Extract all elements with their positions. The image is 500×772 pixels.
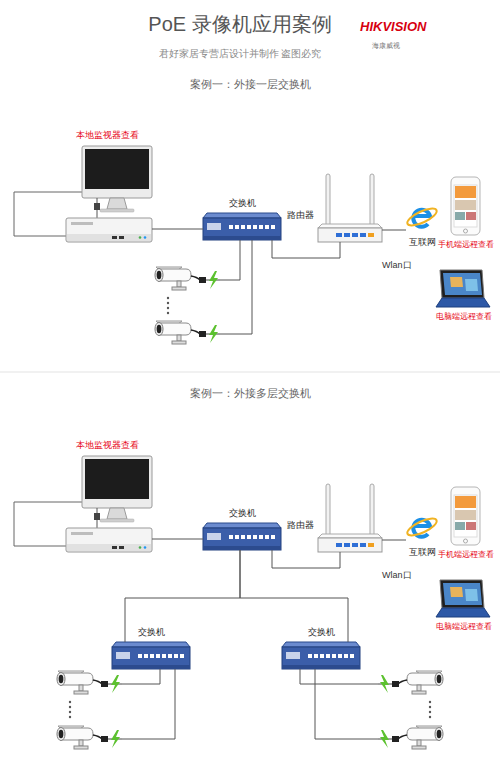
label-holder: 案例一：外接多层交换机: [0, 383, 500, 401]
camera-group-left-part: [69, 711, 71, 713]
phone: 手机端远程查看: [450, 176, 481, 236]
internet-icon: 互联网: [406, 203, 438, 233]
laptop: 电脑端远程查看: [438, 578, 490, 618]
lower-switches: [112, 642, 360, 669]
camera-group-right: [300, 669, 443, 749]
camera-group-left-part: [69, 716, 71, 718]
camera-group-one-part: [167, 302, 169, 304]
device-label: 交换机: [229, 198, 256, 209]
camera-group-right-part: [378, 671, 443, 694]
section-header: 案例一：外接多层交换机: [190, 387, 311, 400]
connector-line: [272, 550, 340, 568]
camera-group-right-part: [429, 701, 431, 703]
camera-group-one-part: [167, 297, 169, 299]
label-holder: HIKVISION: [360, 17, 426, 35]
view-label: 电脑端远程查看: [436, 312, 492, 321]
camera-group-right-part: [429, 716, 431, 718]
camera-group-left-part: [122, 669, 175, 739]
section-divider: [0, 372, 500, 373]
camera-group-right-part: [300, 669, 378, 684]
switch: 交换机: [203, 523, 281, 550]
lower-switches-part: [112, 642, 190, 669]
connector-line: [272, 240, 340, 258]
device-label: 互联网: [409, 237, 436, 248]
camera-group-one-part: [220, 240, 240, 280]
camera-group-left-part: [57, 671, 122, 694]
section-header: 案例一：外接一层交换机: [190, 78, 311, 91]
label-holder: 案例一：外接一层交换机: [0, 74, 500, 92]
camera-group-one-part: [155, 321, 220, 344]
switch: 交换机: [112, 642, 190, 669]
camera-group-left-part: [69, 706, 71, 708]
monitor-nvr: 本地监视器查看: [62, 145, 152, 245]
camera-group-one-part: [155, 267, 220, 290]
connector-line: [125, 550, 240, 642]
camera-group-left-part: [69, 701, 71, 703]
device-label: 互联网: [409, 547, 436, 558]
brand-subname: 海康威视: [372, 42, 400, 50]
port-label: Wlan口: [382, 260, 412, 271]
device-label: 交换机: [229, 508, 256, 519]
camera-group-one: [155, 240, 252, 344]
router: 路由器: [318, 482, 382, 552]
diagram-title: PoE 录像机应用案例: [148, 12, 331, 36]
device-label: 路由器: [287, 210, 314, 221]
device-label: 路由器: [287, 520, 314, 531]
connector-line: [152, 229, 203, 230]
label-holder: 海康威视: [372, 34, 400, 52]
label-holder: Wlan口: [382, 254, 412, 272]
brand-logo: HIKVISION: [360, 19, 426, 35]
view-label: 手机端远程查看: [438, 240, 494, 249]
label-holder: 君好家居专营店设计并制作 盗图必究: [0, 43, 480, 61]
camera-group-one-part: [167, 312, 169, 314]
device-label: 交换机: [138, 627, 165, 638]
laptop: 电脑端远程查看: [438, 268, 490, 308]
label-holder: Wlan口: [382, 564, 412, 582]
camera-group-one-part: [220, 240, 252, 334]
connector-line: [240, 550, 348, 642]
view-label: 本地监视器查看: [76, 130, 139, 141]
network-set-two: [14, 456, 490, 617]
connector-line: [382, 540, 406, 541]
device-label: 交换机: [308, 627, 335, 638]
camera-group-right-part: [315, 669, 378, 739]
port-label: Wlan口: [382, 570, 412, 581]
camera-group-left-part: [122, 669, 160, 684]
view-label: 本地监视器查看: [76, 440, 139, 451]
camera-group-right-part: [429, 706, 431, 708]
camera-group-right-part: [378, 726, 443, 749]
camera-group-left: [57, 669, 175, 749]
router: 路由器: [318, 172, 382, 242]
lower-switches-part: [282, 642, 360, 669]
camera-group-right-part: [429, 711, 431, 713]
phone: 手机端远程查看: [450, 486, 481, 546]
switch: 交换机: [282, 642, 360, 669]
camera-group-left-part: [57, 726, 122, 749]
connector-line: [382, 230, 406, 231]
connector-line: [152, 539, 203, 540]
monitor-nvr: 本地监视器查看: [62, 455, 152, 555]
switch: 交换机: [203, 213, 281, 240]
view-label: 电脑端远程查看: [436, 622, 492, 631]
subtitle: 君好家居专营店设计并制作 盗图必究: [159, 48, 322, 60]
view-label: 手机端远程查看: [438, 550, 494, 559]
camera-group-one-part: [167, 307, 169, 309]
internet-icon: 互联网: [406, 513, 438, 543]
